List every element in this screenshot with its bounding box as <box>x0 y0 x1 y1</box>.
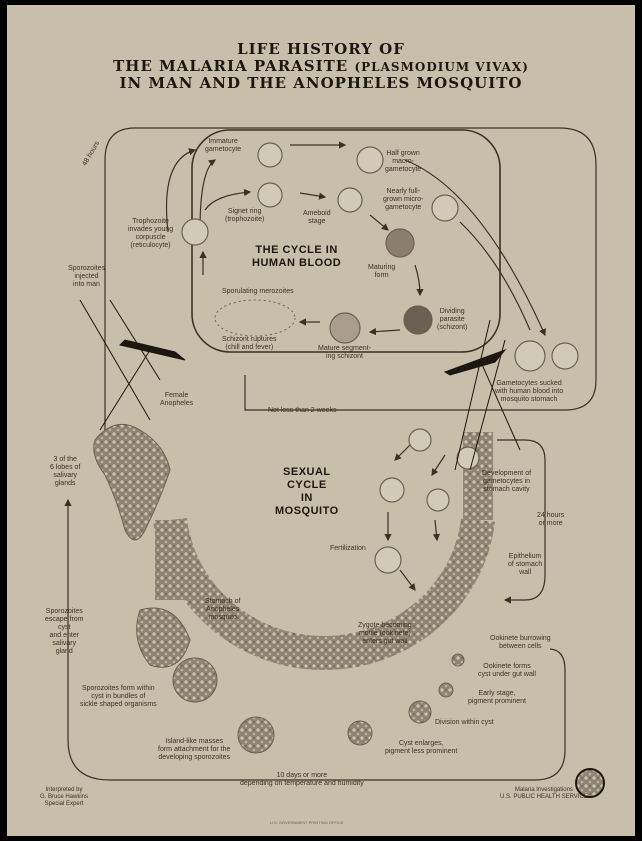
title-line-1: LIFE HISTORY OF <box>237 40 405 58</box>
label-sickle: Sporozoites form within cyst in bundles … <box>80 685 157 708</box>
label-fertilization: Fertilization <box>330 545 366 552</box>
label-sporulating: Sporulating merozoites <box>222 288 294 295</box>
label-gametocytes-sucked: Gametocytes sucked with human blood into… <box>495 380 564 403</box>
label-nearly-full: Nearly full- grown micro- gametocyte <box>383 188 424 211</box>
title-line-3: IN MAN AND THE ANOPHELES MOSQUITO <box>119 74 523 92</box>
paper-background <box>7 5 635 836</box>
label-ookinete-cyst: Ookinete forms cyst under gut wall <box>478 663 536 678</box>
label-immature-gametocyte: Immature gametocyte <box>205 138 242 153</box>
label-schizont-ruptures: Schizont ruptures (chill and fever) <box>222 336 277 351</box>
label-division: Division within cyst <box>435 719 494 726</box>
label-half-grown: Half grown macro- gametocyte <box>385 150 422 173</box>
label-mature-segmenting: Mature segment- ing schizont <box>318 345 371 360</box>
label-ameboid: Ameboid stage <box>303 210 331 225</box>
outer-loop <box>104 127 597 440</box>
salivary-glands <box>93 423 171 541</box>
label-24-hours: 24 hours or more <box>537 512 565 527</box>
label-epithelium: Epithelium of stomach wall <box>508 553 543 576</box>
label-not-less-2-weeks: Not less than 2 weeks <box>268 407 337 414</box>
footer-printer: U.S. GOVERNMENT PRINTING OFFICE <box>270 820 344 825</box>
label-development: Development of gametocytes in stomach ca… <box>482 470 532 493</box>
label-stomach: Stomach of Anopheles mosquito <box>205 598 241 621</box>
mosquito-right <box>443 319 521 471</box>
label-10-days: 10 days or more depending on temperature… <box>240 772 364 787</box>
footer-agency: Malaria Investigations U.S. PUBLIC HEALT… <box>500 787 588 800</box>
label-female-anopheles: Female Anopheles <box>160 392 194 407</box>
label-dividing: Dividing parasite (schizont) <box>437 308 468 331</box>
label-sporozoites-escape: Sporozoites escape from cyst and enter s… <box>45 608 84 655</box>
label-island-masses: Island-like masses form attachment for t… <box>158 738 231 761</box>
heading-sexual-cycle: SEXUAL CYCLE IN MOSQUITO <box>275 466 339 517</box>
species-name: (PLASMODIUM VIVAX) <box>354 60 529 74</box>
label-salivary-glands: 3 of the 6 lobes of salivary glands <box>50 456 81 487</box>
footer-credit: Interpreted by G. Bruce Hawkins Special … <box>40 787 89 807</box>
label-early-stage: Early stage, pigment prominent <box>468 690 526 705</box>
label-maturing: Maturing form <box>368 264 396 279</box>
label-sporozoites-injected: Sporozoites injected into man <box>68 265 105 288</box>
cyst-large <box>172 657 218 703</box>
title-text: THE MALARIA PARASITE <box>113 57 349 75</box>
label-zygote: Zygote becoming motile (ookinete) enters… <box>358 622 412 645</box>
label-cyst-enlarges: Cyst enlarges, pigment less prominent <box>385 740 458 755</box>
heading-human-blood: THE CYCLE IN HUMAN BLOOD <box>252 244 342 269</box>
label-signet-ring: Signet ring (trophozoite) <box>225 208 265 223</box>
stomach-wall <box>153 517 495 670</box>
mosquito-left <box>79 299 186 431</box>
title-line-2: THE MALARIA PARASITE (PLASMODIUM VIVAX) <box>0 57 642 75</box>
label-ookinete-burrowing: Ookinete burrowing between cells <box>490 635 551 650</box>
public-health-seal <box>575 768 605 798</box>
label-trophozoite: Trophozoite invades young corpuscle (ret… <box>128 218 174 249</box>
